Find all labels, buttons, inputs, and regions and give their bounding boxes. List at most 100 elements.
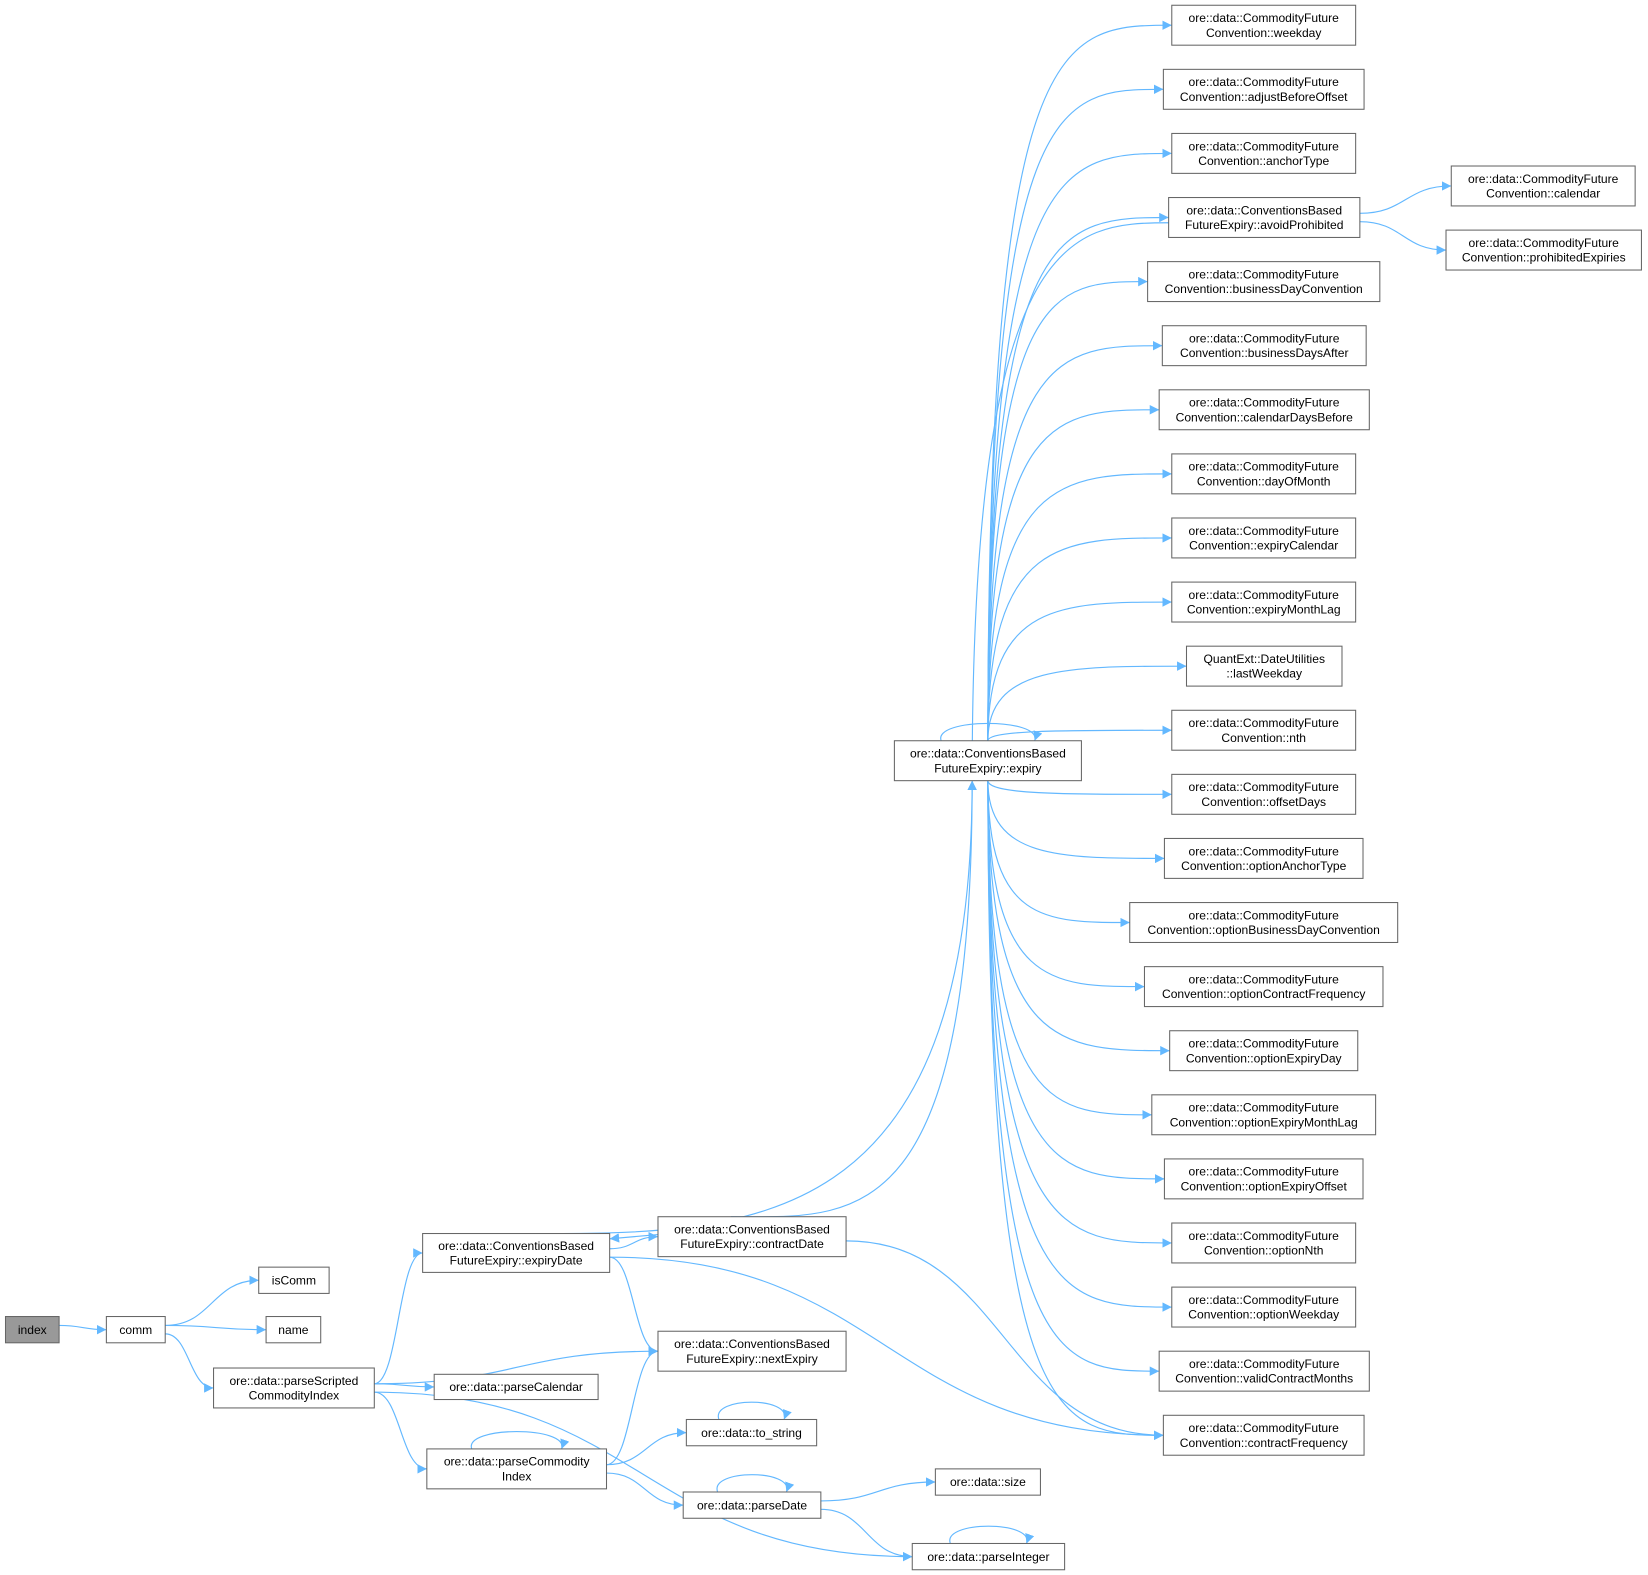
node-optionExpiryMonthLag[interactable]: ore::data::CommodityFutureConvention::op… <box>1151 1094 1377 1136</box>
node-label: ore::data::CommodityFuture <box>1189 1165 1340 1179</box>
node-label: ore::data::CommodityFuture <box>1189 75 1340 89</box>
node-contractDate[interactable]: ore::data::ConventionsBasedFutureExpiry:… <box>657 1216 847 1258</box>
node-isComm[interactable]: isComm <box>258 1266 330 1294</box>
node-parseDate[interactable]: ore::data::parseDate <box>682 1491 822 1519</box>
node-dayOfMonth[interactable]: ore::data::CommodityFutureConvention::da… <box>1171 453 1357 495</box>
node-label: FutureExpiry::expiryDate <box>450 1254 583 1268</box>
edge-expiry-to-avoidProhibited <box>987 212 1169 741</box>
node-expiryMonthLag[interactable]: ore::data::CommodityFutureConvention::ex… <box>1171 581 1357 623</box>
edge-expiry-to-weekday <box>987 20 1172 741</box>
node-box <box>1171 517 1357 559</box>
node-expiry[interactable]: ore::data::ConventionsBasedFutureExpiry:… <box>893 740 1082 782</box>
node-label: ore::data::CommodityFuture <box>1189 716 1340 730</box>
edge-expiry-to-contractFrequency <box>987 780 1164 1440</box>
edge-expiry-to-anchorType <box>987 148 1172 741</box>
node-label: ore::data::ConventionsBased <box>910 747 1066 761</box>
node-label: ore::data::CommodityFuture <box>1189 524 1340 538</box>
edge-parseCommodityIndex-to-nextExpiry <box>606 1346 659 1466</box>
node-label: FutureExpiry::contractDate <box>680 1237 824 1251</box>
edge-comm-to-isComm <box>165 1275 259 1327</box>
node-expiryDate[interactable]: ore::data::ConventionsBasedFutureExpiry:… <box>422 1232 611 1273</box>
node-parseCalendar[interactable]: ore::data::parseCalendar <box>433 1373 599 1401</box>
node-box <box>657 1216 847 1258</box>
node-name[interactable]: name <box>265 1316 322 1344</box>
node-nth[interactable]: ore::data::CommodityFutureConvention::nt… <box>1171 709 1357 751</box>
node-lastWeekday[interactable]: QuantExt::DateUtilities::lastWeekday <box>1185 645 1343 687</box>
edge-parseCommodityIndex-to-parseDate <box>606 1472 684 1510</box>
node-label: ore::data::parseCalendar <box>449 1380 583 1394</box>
node-box <box>1147 261 1381 303</box>
node-nextExpiry[interactable]: ore::data::ConventionsBasedFutureExpiry:… <box>657 1330 847 1372</box>
edge-parseInteger-to-parseInteger <box>949 1525 1035 1544</box>
node-label: ore::data::CommodityFuture <box>1189 972 1340 986</box>
edge-expiry-to-expiryMonthLag <box>987 597 1172 741</box>
node-box <box>265 1316 322 1344</box>
node-label: ore::data::CommodityFuture <box>1189 1229 1340 1243</box>
node-calendarDaysBefore[interactable]: ore::data::CommodityFutureConvention::ca… <box>1158 389 1370 431</box>
node-adjustBeforeOffset[interactable]: ore::data::CommodityFutureConvention::ad… <box>1162 68 1365 110</box>
edge-contractDate-to-contractFrequency <box>846 1240 1164 1440</box>
node-box <box>1158 1350 1370 1392</box>
node-size[interactable]: ore::data::size <box>934 1468 1041 1496</box>
node-label: Convention::optionContractFrequency <box>1162 987 1366 1001</box>
node-validContractMonths[interactable]: ore::data::CommodityFutureConvention::va… <box>1158 1350 1370 1392</box>
edge-expiry-to-offsetDays <box>987 780 1172 800</box>
node-label: ore::data::ConventionsBased <box>438 1239 594 1253</box>
edge-expiryDate-to-contractDate <box>609 1231 658 1250</box>
node-optionBusinessDayConvention[interactable]: ore::data::CommodityFutureConvention::op… <box>1129 902 1399 944</box>
node-optionContractFrequency[interactable]: ore::data::CommodityFutureConvention::op… <box>1143 966 1384 1008</box>
node-label: ore::data::size <box>950 1475 1026 1489</box>
node-label: Convention::contractFrequency <box>1180 1436 1349 1450</box>
node-offsetDays[interactable]: ore::data::CommodityFutureConvention::of… <box>1171 773 1357 815</box>
node-label: ore::data::CommodityFuture <box>1189 11 1340 25</box>
node-businessDayConvention[interactable]: ore::data::CommodityFutureConvention::bu… <box>1147 261 1381 303</box>
node-avoidProhibited[interactable]: ore::data::ConventionsBasedFutureExpiry:… <box>1168 197 1361 238</box>
node-comm[interactable]: comm <box>105 1316 166 1344</box>
node-optionNth[interactable]: ore::data::CommodityFutureConvention::op… <box>1171 1222 1357 1264</box>
node-index[interactable]: index <box>4 1316 60 1344</box>
node-to_string[interactable]: ore::data::to_string <box>685 1418 818 1447</box>
node-label: ore::data::CommodityFuture <box>1189 844 1340 858</box>
edge-expiry-to-lastWeekday <box>987 661 1187 741</box>
edge-parseScripted-to-expiryDate <box>374 1248 423 1385</box>
node-contractFrequency[interactable]: ore::data::CommodityFutureConvention::co… <box>1162 1414 1365 1456</box>
node-optionExpiryOffset[interactable]: ore::data::CommodityFutureConvention::op… <box>1163 1158 1364 1200</box>
node-anchorType[interactable]: ore::data::CommodityFutureConvention::an… <box>1171 132 1357 174</box>
edge-contractDate-to-expiryDate <box>609 1233 659 1243</box>
node-label: index <box>18 1323 47 1337</box>
node-label: ore::data::parseDate <box>697 1498 807 1512</box>
edge-parseDate-to-parseDate <box>716 1474 795 1493</box>
node-box <box>1171 709 1357 751</box>
node-optionAnchorType[interactable]: ore::data::CommodityFutureConvention::op… <box>1163 837 1364 879</box>
node-label: ore::data::CommodityFuture <box>1189 1421 1340 1435</box>
edge-parseScripted-to-nextExpiry <box>374 1346 658 1385</box>
node-expiryCalendar[interactable]: ore::data::CommodityFutureConvention::ex… <box>1171 517 1357 559</box>
edge-comm-to-parseScripted <box>165 1333 214 1393</box>
node-label: Convention::optionExpiryDay <box>1186 1051 1343 1065</box>
node-box <box>1445 229 1642 271</box>
node-label: ore::data::CommodityFuture <box>1189 780 1340 794</box>
node-label: ::lastWeekday <box>1226 667 1303 681</box>
node-label: Convention::calendarDaysBefore <box>1176 410 1354 424</box>
node-box <box>1168 197 1361 238</box>
node-label: Convention::nth <box>1221 731 1306 745</box>
node-box <box>1143 966 1384 1008</box>
node-weekday[interactable]: ore::data::CommodityFutureConvention::we… <box>1171 4 1357 46</box>
node-label: Convention::expiryMonthLag <box>1187 603 1341 617</box>
edge-expiry-to-calendarDaysBefore <box>987 405 1160 741</box>
edge-avoidProhibited-to-expiry <box>967 222 1169 781</box>
node-parseInteger[interactable]: ore::data::parseInteger <box>911 1542 1066 1571</box>
node-box <box>426 1448 608 1490</box>
node-optionWeekday[interactable]: ore::data::CommodityFutureConvention::op… <box>1171 1286 1357 1328</box>
node-box <box>934 1468 1041 1496</box>
node-box <box>685 1418 818 1447</box>
node-box <box>682 1491 822 1519</box>
node-prohibitedExpiries[interactable]: ore::data::CommodityFutureConvention::pr… <box>1445 229 1642 271</box>
node-label: FutureExpiry::nextExpiry <box>686 1352 819 1366</box>
node-businessDaysAfter[interactable]: ore::data::CommodityFutureConvention::bu… <box>1161 325 1367 367</box>
node-optionExpiryDay[interactable]: ore::data::CommodityFutureConvention::op… <box>1169 1030 1359 1072</box>
node-calendar[interactable]: ore::data::CommodityFutureConvention::ca… <box>1450 165 1636 207</box>
